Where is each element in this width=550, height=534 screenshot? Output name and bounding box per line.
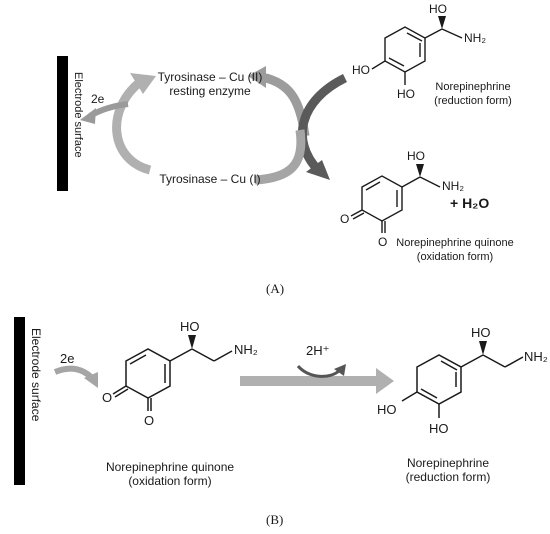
norepinephrine-structure-a [371,26,463,85]
substrate-label-a: Norepinephrine (reduction form) [418,80,528,108]
oxo-label-a1: O [340,212,349,226]
product-form-b: (reduction form) [405,470,491,484]
ho-ring-label-a2: HO [397,87,415,101]
enzyme-resting-line2: resting enzyme [169,84,251,98]
nh2-label-a: NH₂ [464,31,486,45]
proton-arrowhead [334,364,346,376]
oxo-label-b1: O [102,390,112,405]
ho-label-a2: HO [407,149,425,163]
reoxidation-arrow [112,78,152,175]
panel-label-b: (B) [266,512,284,527]
electron-arrowhead-b [84,372,98,388]
substrate-form-a: (reduction form) [434,95,512,107]
reduction-arrow-head [376,368,394,394]
norepinephrine-structure-b [401,354,524,418]
product-name-b: Norepinephrine [406,456,490,470]
oxo-label-b2: O [144,413,154,428]
product-form-a: (oxidation form) [416,251,494,263]
quinone-form-b: (oxidation form) [128,474,212,488]
electrons-label-a: 2e [91,92,105,106]
product-label-b: Norepinephrine (reduction form) [378,456,518,484]
enzyme-resting-line1: Tyrosinase – Cu (II) [157,70,263,84]
substrate-name-a: Norepinephrine [435,81,511,93]
wedge-bond-b1 [188,335,196,349]
water-label: + H₂O [450,195,490,211]
enzyme-resting-label: Tyrosinase – Cu (II) resting enzyme [145,70,275,98]
wedge-bond-a2 [416,164,424,177]
electrode-bar-b [14,317,25,485]
quinone-structure-a [350,175,441,233]
wedge-bond-a [438,16,446,29]
panel-label-a: (A) [266,281,285,296]
reduction-arrow-shaft [240,376,378,386]
ho-ring-label-b2: HO [429,421,449,436]
reduction-arrow [254,129,306,185]
electron-arrowhead-a [80,108,96,124]
electrode-bar-a [57,56,68,191]
nh2-label-a2: NH₂ [442,179,464,193]
substrate-binding-arrowhead [248,66,266,88]
quinone-label-b: Norepinephrine quinone (oxidation form) [95,460,245,488]
oxo-label-a2: O [378,235,387,249]
nh2-label-b2: NH₂ [524,349,548,364]
ho-label-b1: HO [180,319,200,334]
electrons-label-b: 2e [60,351,75,366]
electrode-label-b: Electrode surface [29,328,43,422]
quinone-name-b: Norepinephrine quinone [105,460,235,474]
oxidation-arrowhead [306,160,330,180]
reoxidation-arrowhead [130,73,156,94]
electron-transfer-arrow-b [53,365,95,381]
proton-arrow [296,364,342,378]
enzyme-reduced-label: Tyrosinase – Cu (I) [159,172,261,186]
protons-label: 2H⁺ [306,343,330,358]
ho-ring-label-a1: HO [352,63,370,77]
nh2-label-b1: NH₂ [234,342,258,357]
product-label-a: Norepinephrine quinone (oxidation form) [385,236,525,264]
wedge-bond-b2 [479,341,487,355]
product-name-a: Norepinephrine quinone [396,237,514,249]
ho-ring-label-b1: HO [377,402,397,417]
oxidation-arrow [298,73,348,174]
ho-label-b2: HO [471,325,491,340]
quinone-structure-b [112,348,233,411]
ho-label-a: HO [429,2,447,16]
